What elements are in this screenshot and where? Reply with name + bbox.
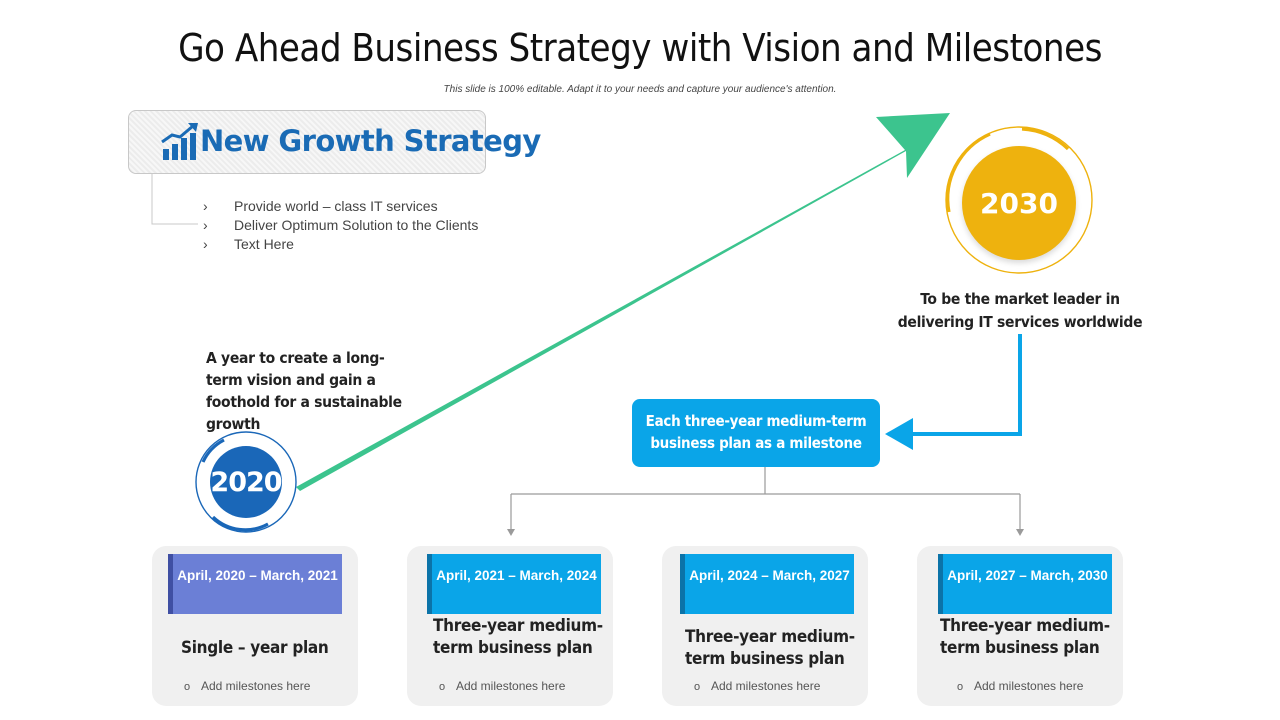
plan-title: Single – year plan [181,638,329,658]
connector-arrow-line [908,334,1022,436]
strategy-bullet: › Text Here [203,236,294,252]
milestone-box: Each three-year medium-term business pla… [632,399,880,467]
plan-note: o Add milestones here [439,679,565,693]
circle-bullet-icon: o [694,681,701,693]
plan-card: April, 2020 – March, 2021 Single – year … [152,546,358,706]
branch-arrowhead-right [1016,529,1024,536]
chevron-right-icon: › [203,217,208,233]
year-2020-circle: 2020 [210,446,283,518]
plan-note: o Add milestones here [184,679,310,693]
plan-note: o Add milestones here [694,679,820,693]
bullet-text: Deliver Optimum Solution to the Clients [234,217,479,233]
strategy-bullet: › Provide world – class IT services [203,198,438,214]
strategy-bracket [151,174,198,225]
start-description: A year to create a long-term vision and … [206,349,402,433]
plan-note: o Add milestones here [957,679,1083,693]
circle-bullet-icon: o [957,681,964,693]
year-2030-circle: 2030 [962,146,1076,260]
plan-card: April, 2027 – March, 2030 Three-year med… [917,546,1123,706]
ring-2020 [195,431,297,533]
strategy-title: New Growth Strategy [200,124,541,158]
plan-note-text: Add milestones here [711,679,821,693]
plan-title: Three-year medium-term business plan [433,616,603,658]
slide-subtitle: This slide is 100% editable. Adapt it to… [443,84,837,95]
goal-description: To be the market leader in delivering IT… [897,290,1143,331]
plan-title: Three-year medium-term business plan [685,627,855,669]
plan-note-text: Add milestones here [201,679,311,693]
plan-title: Three-year medium-term business plan [940,616,1110,658]
ring-2030 [945,126,1093,274]
circle-bullet-icon: o [184,681,191,693]
bullet-text: Provide world – class IT services [234,198,438,214]
bullet-text: Text Here [234,236,294,252]
chevron-right-icon: › [203,198,208,214]
growth-chart-icon [161,123,198,160]
branch-arrowhead-left [507,529,515,536]
strategy-box [128,110,486,174]
plan-card: April, 2021 – March, 2024 Three-year med… [407,546,613,706]
plan-dates: April, 2020 – March, 2021 [168,554,342,614]
growth-arrow [296,113,950,491]
plan-note-text: Add milestones here [456,679,566,693]
plan-note-text: Add milestones here [974,679,1084,693]
strategy-bullet: › Deliver Optimum Solution to the Clients [203,217,478,233]
plan-dates: April, 2024 – March, 2027 [680,554,854,614]
plan-dates: April, 2021 – March, 2024 [427,554,601,614]
connector-arrow-head [885,418,913,450]
slide-title: Go Ahead Business Strategy with Vision a… [178,26,1102,70]
milestone-branch [510,467,1021,532]
chevron-right-icon: › [203,236,208,252]
circle-bullet-icon: o [439,681,446,693]
plan-dates: April, 2027 – March, 2030 [938,554,1112,614]
plan-card: April, 2024 – March, 2027 Three-year med… [662,546,868,706]
